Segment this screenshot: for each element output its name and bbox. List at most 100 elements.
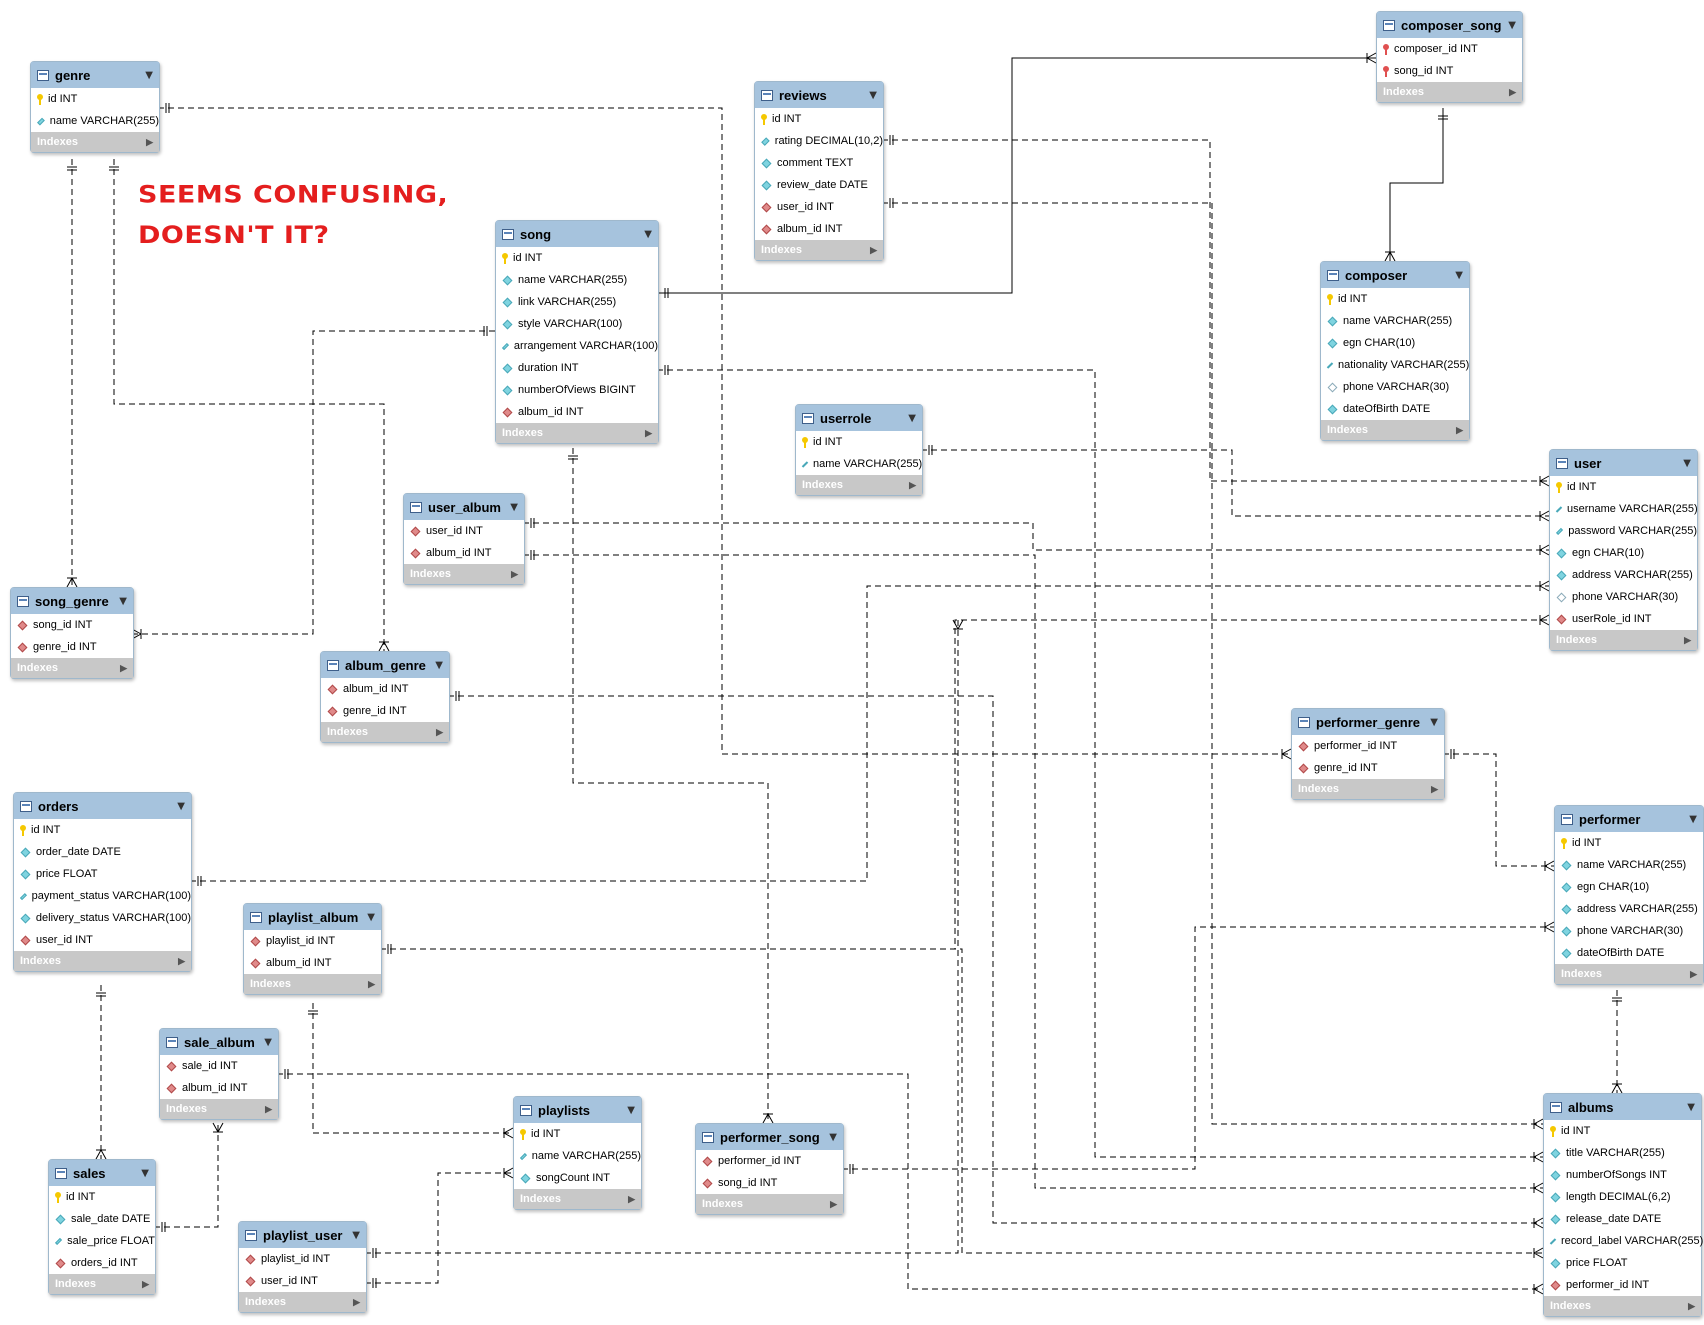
indexes-section[interactable]: Indexes▶ xyxy=(321,722,449,742)
column-row[interactable]: rating DECIMAL(10,2) xyxy=(755,130,883,152)
column-row[interactable]: sale_id INT xyxy=(160,1055,278,1077)
table-header[interactable]: album_genre▼ xyxy=(321,652,449,678)
column-row[interactable]: user_id INT xyxy=(239,1270,366,1292)
collapse-arrow-icon[interactable]: ▼ xyxy=(1683,457,1691,469)
table-header[interactable]: reviews▼ xyxy=(755,82,883,108)
table-header[interactable]: sales▼ xyxy=(49,1160,155,1186)
collapse-arrow-icon[interactable]: ▼ xyxy=(869,89,877,101)
indexes-section[interactable]: Indexes▶ xyxy=(514,1189,641,1209)
column-row[interactable]: id INT xyxy=(796,431,922,453)
collapse-arrow-icon[interactable]: ▼ xyxy=(435,659,443,671)
indexes-section[interactable]: Indexes▶ xyxy=(696,1194,843,1214)
table-header[interactable]: orders▼ xyxy=(14,793,191,819)
expand-arrow-icon[interactable]: ▶ xyxy=(1456,424,1463,435)
indexes-section[interactable]: Indexes▶ xyxy=(404,564,524,584)
column-row[interactable]: name VARCHAR(255) xyxy=(1321,310,1469,332)
table-header[interactable]: playlists▼ xyxy=(514,1097,641,1123)
expand-arrow-icon[interactable]: ▶ xyxy=(1690,968,1697,979)
indexes-section[interactable]: Indexes▶ xyxy=(1550,630,1697,650)
expand-arrow-icon[interactable]: ▶ xyxy=(909,479,916,490)
indexes-section[interactable]: Indexes▶ xyxy=(796,475,922,495)
table-header[interactable]: user_album▼ xyxy=(404,494,524,520)
indexes-section[interactable]: Indexes▶ xyxy=(755,240,883,260)
column-row[interactable]: password VARCHAR(255) xyxy=(1550,520,1697,542)
column-row[interactable]: record_label VARCHAR(255) xyxy=(1544,1230,1703,1252)
column-row[interactable]: performer_id INT xyxy=(1544,1274,1701,1296)
collapse-arrow-icon[interactable]: ▼ xyxy=(119,595,127,607)
expand-arrow-icon[interactable]: ▶ xyxy=(511,568,518,579)
expand-arrow-icon[interactable]: ▶ xyxy=(368,978,375,989)
column-row[interactable]: sale_date DATE xyxy=(49,1208,155,1230)
column-row[interactable]: price FLOAT xyxy=(1544,1252,1701,1274)
collapse-arrow-icon[interactable]: ▼ xyxy=(1508,19,1516,31)
expand-arrow-icon[interactable]: ▶ xyxy=(353,1296,360,1307)
column-row[interactable]: song_id INT xyxy=(1377,60,1522,82)
column-row[interactable]: style VARCHAR(100) xyxy=(496,313,658,335)
column-row[interactable]: performer_id INT xyxy=(696,1150,843,1172)
expand-arrow-icon[interactable]: ▶ xyxy=(628,1193,635,1204)
column-row[interactable]: username VARCHAR(255) xyxy=(1550,498,1698,520)
indexes-section[interactable]: Indexes▶ xyxy=(160,1099,278,1119)
column-row[interactable]: egn CHAR(10) xyxy=(1555,876,1703,898)
column-row[interactable]: name VARCHAR(255) xyxy=(496,269,658,291)
column-row[interactable]: dateOfBirth DATE xyxy=(1321,398,1469,420)
table-header[interactable]: genre▼ xyxy=(31,62,159,88)
column-row[interactable]: phone VARCHAR(30) xyxy=(1550,586,1697,608)
collapse-arrow-icon[interactable]: ▼ xyxy=(141,1167,149,1179)
column-row[interactable]: order_date DATE xyxy=(14,841,191,863)
column-row[interactable]: dateOfBirth DATE xyxy=(1555,942,1703,964)
column-row[interactable]: album_id INT xyxy=(404,542,524,564)
column-row[interactable]: id INT xyxy=(1550,476,1697,498)
collapse-arrow-icon[interactable]: ▼ xyxy=(908,412,916,424)
table-header[interactable]: playlist_user▼ xyxy=(239,1222,366,1248)
indexes-section[interactable]: Indexes▶ xyxy=(1555,964,1703,984)
table-header[interactable]: playlist_album▼ xyxy=(244,904,381,930)
column-row[interactable]: id INT xyxy=(755,108,883,130)
column-row[interactable]: song_id INT xyxy=(11,614,133,636)
column-row[interactable]: id INT xyxy=(14,819,191,841)
column-row[interactable]: name VARCHAR(255) xyxy=(31,110,159,132)
indexes-section[interactable]: Indexes▶ xyxy=(49,1274,155,1294)
table-header[interactable]: userrole▼ xyxy=(796,405,922,431)
column-row[interactable]: numberOfSongs INT xyxy=(1544,1164,1701,1186)
column-row[interactable]: delivery_status VARCHAR(100) xyxy=(14,907,191,929)
indexes-section[interactable]: Indexes▶ xyxy=(239,1292,366,1312)
collapse-arrow-icon[interactable]: ▼ xyxy=(510,501,518,513)
column-row[interactable]: length DECIMAL(6,2) xyxy=(1544,1186,1701,1208)
column-row[interactable]: name VARCHAR(255) xyxy=(514,1145,641,1167)
column-row[interactable]: numberOfViews BIGINT xyxy=(496,379,658,401)
collapse-arrow-icon[interactable]: ▼ xyxy=(1687,1101,1695,1113)
column-row[interactable]: album_id INT xyxy=(160,1077,278,1099)
table-header[interactable]: performer_song▼ xyxy=(696,1124,843,1150)
column-row[interactable]: album_id INT xyxy=(755,218,883,240)
column-row[interactable]: userRole_id INT xyxy=(1550,608,1697,630)
expand-arrow-icon[interactable]: ▶ xyxy=(146,136,153,147)
column-row[interactable]: user_id INT xyxy=(755,196,883,218)
column-row[interactable]: id INT xyxy=(1555,832,1703,854)
column-row[interactable]: phone VARCHAR(30) xyxy=(1555,920,1703,942)
column-row[interactable]: title VARCHAR(255) xyxy=(1544,1142,1701,1164)
column-row[interactable]: name VARCHAR(255) xyxy=(1555,854,1703,876)
collapse-arrow-icon[interactable]: ▼ xyxy=(829,1131,837,1143)
column-row[interactable]: sale_price FLOAT xyxy=(49,1230,155,1252)
indexes-section[interactable]: Indexes▶ xyxy=(1544,1296,1701,1316)
collapse-arrow-icon[interactable]: ▼ xyxy=(352,1229,360,1241)
collapse-arrow-icon[interactable]: ▼ xyxy=(1689,813,1697,825)
expand-arrow-icon[interactable]: ▶ xyxy=(1684,634,1691,645)
indexes-section[interactable]: Indexes▶ xyxy=(1292,779,1444,799)
column-row[interactable]: egn CHAR(10) xyxy=(1321,332,1469,354)
table-header[interactable]: performer▼ xyxy=(1555,806,1703,832)
column-row[interactable]: performer_id INT xyxy=(1292,735,1444,757)
expand-arrow-icon[interactable]: ▶ xyxy=(142,1278,149,1289)
